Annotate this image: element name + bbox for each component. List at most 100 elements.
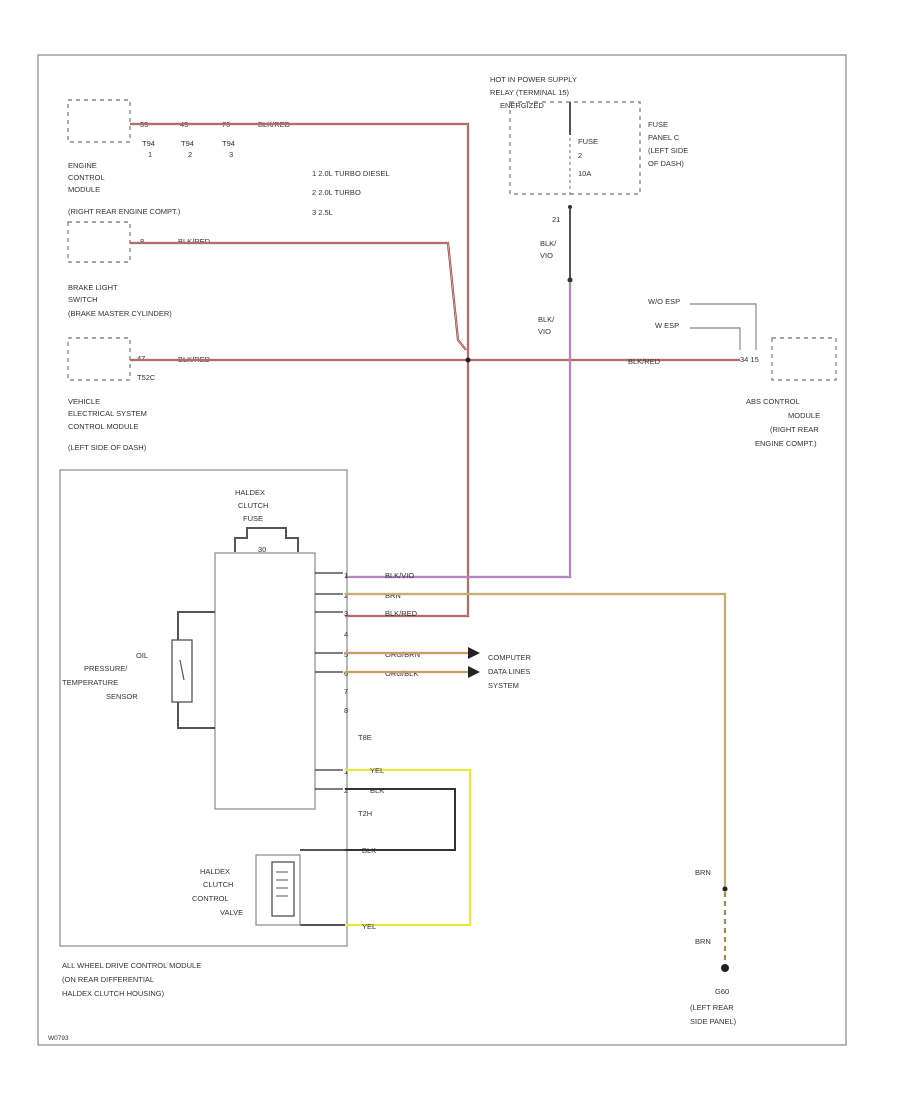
esp-b-line xyxy=(690,327,741,350)
awd-module-box xyxy=(59,469,348,947)
hot-label-1: HOT IN POWER SUPPLY xyxy=(490,75,577,84)
abs-box xyxy=(771,337,837,381)
purple-mid-code-1: BLK/ xyxy=(538,315,555,324)
awd-control-unit xyxy=(214,552,316,810)
footer-code: W0793 xyxy=(48,1035,69,1042)
arrow-cdl-2 xyxy=(468,666,480,678)
arrow-cdl-1 xyxy=(468,647,480,659)
awd-pin-3: 3 xyxy=(344,609,348,618)
engine-legend-3: 3 2.5L xyxy=(312,208,333,217)
module-label-3: HALDEX CLUTCH HOUSING) xyxy=(62,989,165,998)
purple-top-code-1: BLK/ xyxy=(540,239,557,248)
vesc-label-3: CONTROL MODULE xyxy=(68,422,139,431)
awd-p2-1: 1 xyxy=(344,767,348,776)
brake-pin: 8 xyxy=(140,237,144,246)
engine-legend-2: 2 2.0L TURBO xyxy=(312,188,361,197)
purple-top-pin: 21 xyxy=(552,215,560,224)
awd-pin-5: 5 xyxy=(344,650,348,659)
awd-fuse-3: FUSE xyxy=(243,514,263,523)
valve-label-4: VALVE xyxy=(220,908,243,917)
awd-wire-yel2: YEL xyxy=(362,922,376,931)
module-label-1: ALL WHEEL DRIVE CONTROL MODULE xyxy=(62,961,201,970)
module-label-2: (ON REAR DIFFERENTIAL xyxy=(62,975,154,984)
ecm-label-2: CONTROL xyxy=(68,173,105,182)
brake-label-2: SWITCH xyxy=(68,295,98,304)
brown-wire xyxy=(345,592,727,887)
ground-wire-2: BRN xyxy=(695,937,711,946)
ecm-box xyxy=(67,99,131,143)
fuse-num: 2 xyxy=(578,151,582,160)
awd-wire-blk: BLK xyxy=(370,786,384,795)
awd-wire-blk2: BLK xyxy=(362,846,376,855)
fuse-conn-dot xyxy=(568,205,572,209)
clutch-valve-coil xyxy=(271,861,295,917)
awd-p2-2: 2 xyxy=(344,786,348,795)
awd-conn-t8: T8E xyxy=(358,733,372,742)
splice-dot xyxy=(465,357,471,363)
ecm-label-1: ENGINE xyxy=(68,161,97,170)
awd-pin-1: 1 xyxy=(344,571,348,580)
abs-label-1: ABS CONTROL xyxy=(746,397,800,406)
abs-label-3: (RIGHT REAR xyxy=(770,425,819,434)
vesc-conn: T52C xyxy=(137,373,156,382)
abs-label-2: MODULE xyxy=(788,411,820,420)
awd-pin-8: 8 xyxy=(344,706,348,715)
black-wire xyxy=(345,788,456,851)
awd-pin-2: 2 xyxy=(344,591,348,600)
fuse-name: FUSE xyxy=(578,137,598,146)
ground-name: G60 xyxy=(715,987,729,996)
sensor-label-3: TEMPERATURE xyxy=(62,678,118,687)
ecm-conn-1: T94 xyxy=(142,139,155,148)
vesc-label-4: (LEFT SIDE OF DASH) xyxy=(68,443,147,452)
ground-conn-dot xyxy=(722,886,728,892)
brake-label-1: BRAKE LIGHT xyxy=(68,283,118,292)
vesc-pin: 47 xyxy=(137,354,145,363)
ecm-conn-2: T94 xyxy=(181,139,194,148)
clutch-valve-box xyxy=(255,854,301,926)
awd-fuse-2: CLUTCH xyxy=(238,501,268,510)
esp-wire-label: BLK/RED xyxy=(628,357,661,366)
vesc-label-1: VEHICLE xyxy=(68,397,100,406)
fuse-panel-1: FUSE xyxy=(648,120,668,129)
ground-symbol xyxy=(721,964,729,972)
valve-label-3: CONTROL xyxy=(192,894,229,903)
fuse-amp: 10A xyxy=(578,169,591,178)
ecm-idx-3: 3 xyxy=(229,150,233,159)
brake-label-3: (BRAKE MASTER CYLINDER) xyxy=(68,309,172,318)
ecm-label-4: (RIGHT REAR ENGINE COMPT.) xyxy=(68,207,181,216)
yellow-wire xyxy=(345,768,472,927)
fuse-panel-2: PANEL C xyxy=(648,133,680,142)
ground-label-2: SIDE PANEL) xyxy=(690,1017,737,1026)
ecm-idx-2: 2 xyxy=(188,150,192,159)
awd-pin-7: 7 xyxy=(344,687,348,696)
sensor-label-2: PRESSURE/ xyxy=(84,664,128,673)
awd-fuse-num: 30 xyxy=(258,545,266,554)
red-wire-group xyxy=(130,122,740,618)
vesc-label-2: ELECTRICAL SYSTEM xyxy=(68,409,147,418)
awd-wire-blkred: BLK/RED xyxy=(385,609,418,618)
awd-pin-4: 4 xyxy=(344,630,348,639)
ground-wire-1: BRN xyxy=(695,868,711,877)
awd-wire-brn: BRN xyxy=(385,591,401,600)
diagram-frame xyxy=(37,54,847,1046)
awd-fuse-symbol xyxy=(234,527,299,552)
brake-switch-box xyxy=(67,221,131,263)
ground-label-1: (LEFT REAR xyxy=(690,1003,734,1012)
fuse-panel-3: (LEFT SIDE xyxy=(648,146,688,155)
esp-b: W ESP xyxy=(655,321,679,330)
valve-label-2: CLUTCH xyxy=(203,880,233,889)
purple-mid-code-2: VIO xyxy=(538,327,551,336)
hot-label-3: ENERGIZED xyxy=(500,101,544,110)
cdl-label-3: SYSTEM xyxy=(488,681,519,690)
hot-label-2: RELAY (TERMINAL 15) xyxy=(490,88,570,97)
cdl-label-2: DATA LINES xyxy=(488,667,530,676)
awd-wire-yel: YEL xyxy=(370,766,384,775)
engine-legend-1: 1 2.0L TURBO DIESEL xyxy=(312,169,390,178)
brake-wire-label: BLK/RED xyxy=(178,237,211,246)
purple-top-code-2: VIO xyxy=(540,251,553,260)
awd-conn-t2: T2H xyxy=(358,809,372,818)
awd-wire-orgblk: ORG/BLK xyxy=(385,669,418,678)
awd-fuse-1: HALDEX xyxy=(235,488,265,497)
sensor-label-4: SENSOR xyxy=(106,692,138,701)
